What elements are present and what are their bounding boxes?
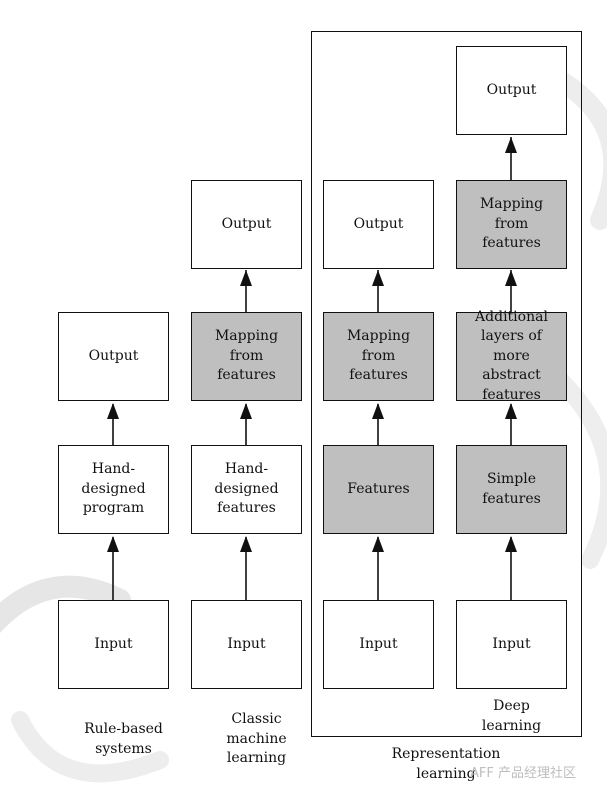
deep-mapping-box: Mapping from features [456,180,567,269]
classic-ml-caption: Classic machine learning [226,711,287,766]
rep-output-label: Output [353,215,404,232]
deep-output-label: Output [486,81,537,98]
rep-input-box: Input [323,600,434,689]
deep-input-box: Input [456,600,567,689]
classic-output-box: Output [191,180,302,269]
rule-based-caption: Rule-based systems [84,721,163,757]
rep-output-box: Output [323,180,434,269]
deep-simple-label: Simple features [482,471,541,507]
deep-output-box: Output [456,46,567,135]
rep-features-box: Features [323,445,434,534]
rule-program-box: Hand- designed program [58,445,169,534]
rep-mapping-box: Mapping from features [323,312,434,401]
watermark-text: AFF 产品经理社区 [470,766,576,781]
classic-mapping-label: Mapping from features [214,328,279,384]
deep-learning-caption: Deep learning [481,698,542,734]
rep-mapping-label: Mapping from features [346,328,411,384]
classic-input-label: Input [227,635,266,652]
rule-output-box: Output [58,312,169,401]
representation-learning-frame [311,31,582,737]
classic-features-label: Hand- designed features [214,461,279,517]
rule-input-label: Input [94,635,133,652]
deep-abstract-box: Additional layers of more abstract featu… [456,309,567,403]
rule-output-label: Output [88,347,139,364]
deep-abstract-label: Additional layers of more abstract featu… [475,308,548,403]
rule-program-label: Hand- designed program [81,461,146,517]
deep-simple-box: Simple features [456,445,567,534]
classic-mapping-box: Mapping from features [191,312,302,401]
rule-input-box: Input [58,600,169,689]
deep-mapping-label: Mapping from features [479,196,544,252]
deep-input-label: Input [492,635,531,652]
classic-output-label: Output [221,215,272,232]
rep-features-label: Features [347,480,410,497]
classic-input-box: Input [191,600,302,689]
classic-features-box: Hand- designed features [191,445,302,534]
representation-learning-caption: Representation learning [391,746,501,782]
rep-input-label: Input [359,635,398,652]
